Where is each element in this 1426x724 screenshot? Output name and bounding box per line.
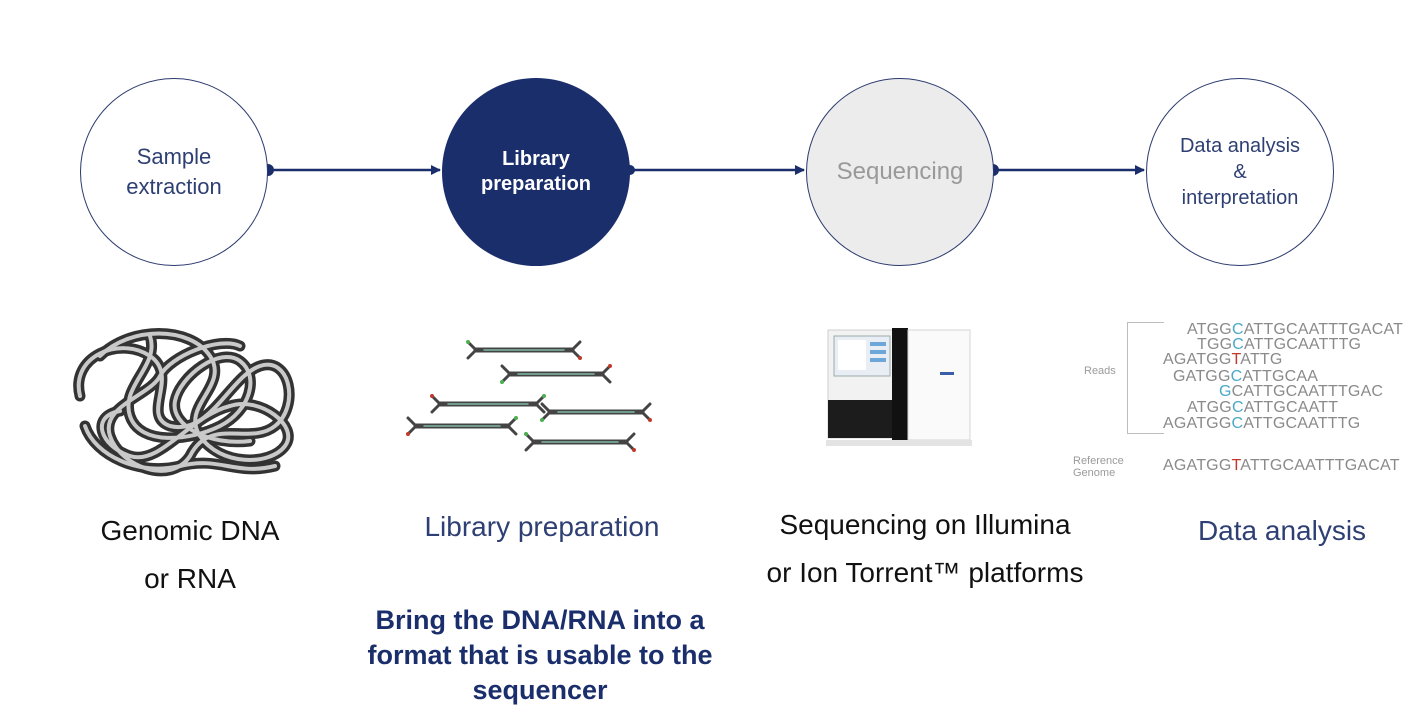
reference-sequence: AGATGGTATTGCAATTTGACAT xyxy=(1163,458,1400,474)
fragment xyxy=(406,416,518,436)
reference-text: AGATGGTATTGCAATTTGACAT xyxy=(1163,457,1400,474)
reads-label: Reads xyxy=(1084,365,1116,377)
read-text: GATGGCATTGCAA xyxy=(1173,368,1319,385)
read-text: GCATTGCAATTTGAC xyxy=(1219,383,1384,400)
step-label: Data analysis & interpretation xyxy=(1179,135,1301,209)
read-sequence: ATGGCATTGCAATTTGACAT xyxy=(1187,322,1403,338)
read-text: TGGCATTGCAATTTG xyxy=(1197,336,1362,353)
genomic-dna-icon xyxy=(73,328,295,477)
variant-base: C xyxy=(1231,399,1244,416)
caption-data-analysis: Data analysis xyxy=(1197,515,1367,546)
step-label: Sequencing xyxy=(836,158,964,185)
caption-library-preparation: Library preparation xyxy=(424,511,660,542)
fragment xyxy=(540,402,652,422)
step-sample-extraction: Sample extraction xyxy=(80,78,268,266)
variant-base: C xyxy=(1231,321,1244,338)
fragment xyxy=(430,394,546,414)
connector-1 xyxy=(262,164,441,176)
variant-base: T xyxy=(1231,351,1241,368)
library-description: Bring the DNA/RNA into a format that is … xyxy=(367,605,713,705)
variant-base: T xyxy=(1231,457,1241,474)
connector-3 xyxy=(987,164,1145,176)
sequencer-instrument-icon xyxy=(826,328,972,446)
read-sequence: AGATGGTATTG xyxy=(1163,352,1283,368)
alignment-bracket xyxy=(1127,322,1164,434)
step-sequencing: Sequencing xyxy=(806,78,994,266)
variant-base: G xyxy=(1219,383,1232,400)
read-text: AGATGGCATTGCAATTTG xyxy=(1163,415,1361,432)
read-sequence: GATGGCATTGCAA xyxy=(1173,369,1318,385)
variant-base: C xyxy=(1230,368,1243,385)
read-sequence: TGGCATTGCAATTTG xyxy=(1197,337,1361,353)
step-library-preparation: Library preparation xyxy=(442,78,630,266)
reference-genome-label: Reference Genome xyxy=(1073,455,1124,479)
step-label: Library preparation xyxy=(480,148,592,195)
step-data-analysis: Data analysis & interpretation xyxy=(1146,78,1334,266)
read-text: ATGGCATTGCAATTTGACAT xyxy=(1187,321,1404,338)
variant-base: C xyxy=(1232,336,1245,353)
fragment xyxy=(524,432,636,452)
read-sequence: ATGGCATTGCAATT xyxy=(1187,400,1338,416)
fragment xyxy=(500,364,612,384)
read-sequence: GCATTGCAATTTGAC xyxy=(1219,384,1383,400)
read-text: AGATGGTATTG xyxy=(1163,351,1283,368)
connector-2 xyxy=(625,165,805,175)
library-fragments-icon xyxy=(406,340,652,452)
variant-base: C xyxy=(1231,415,1244,432)
caption-genomic-dna: Genomic DNA or RNA xyxy=(100,515,280,594)
read-sequence: AGATGGCATTGCAATTTG xyxy=(1163,416,1360,432)
caption-sequencing: Sequencing on Illumina or Ion Torrent™ p… xyxy=(766,509,1084,588)
step-label: Sample extraction xyxy=(126,144,222,199)
read-text: ATGGCATTGCAATT xyxy=(1187,399,1339,416)
fragment xyxy=(466,340,582,360)
